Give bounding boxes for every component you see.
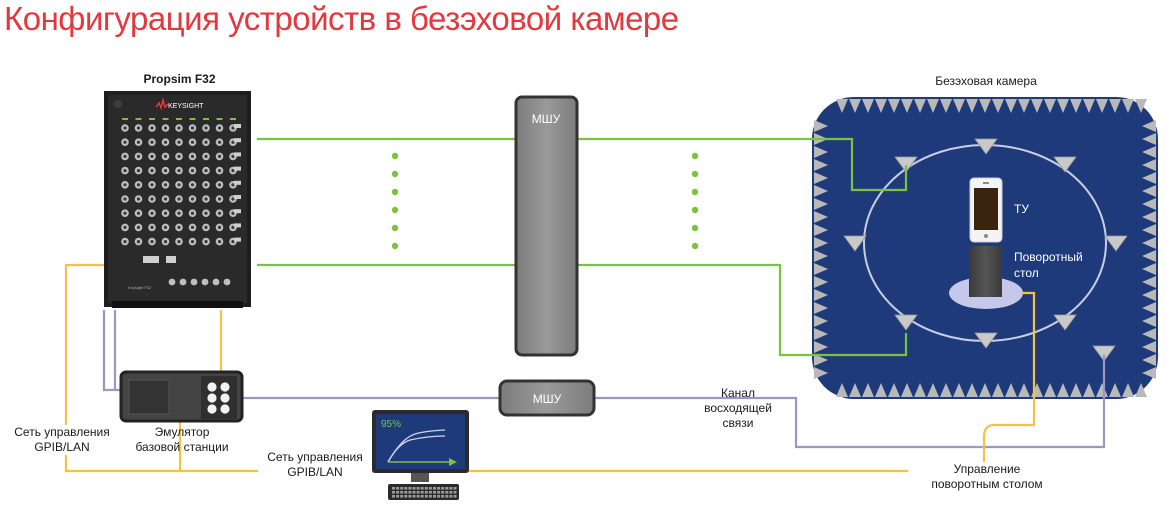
turntable-control-line-1: Управление <box>953 462 1021 476</box>
turntable-control-line-2: поворотным столом <box>931 477 1043 491</box>
turntable-control-label: Управление поворотным столом <box>908 462 1066 492</box>
uplink-line-1: Канал <box>721 386 755 400</box>
emulator-label: Эмулятор базовой станции <box>118 425 246 455</box>
lna-tall-label: МШУ <box>532 112 561 126</box>
propsim-label: Propsim F32 <box>143 72 216 86</box>
network-mid-line-2: GPIB/LAN <box>287 465 343 479</box>
monitor-icon: 95% <box>372 410 469 482</box>
page-title: Конфигурация устройств в безэховой камер… <box>4 0 679 37</box>
turntable-label-1: Поворотный <box>1014 250 1083 264</box>
antenna-icon <box>843 138 1128 362</box>
network-left-line-1: Сеть управления <box>14 425 110 439</box>
control-bus <box>64 263 1036 473</box>
absorber-cone-icon <box>814 99 1156 397</box>
chamber-label: Безэховая камера <box>935 74 1037 88</box>
uplink-path <box>102 310 1106 449</box>
anechoic-chamber <box>812 97 1158 399</box>
uplink-line-3: связи <box>722 416 754 430</box>
port-grid <box>121 118 241 286</box>
network-mid-line-1: Сеть управления <box>267 450 363 464</box>
turntable-label-2: стол <box>1014 266 1039 280</box>
monitor-percent: 95% <box>381 419 401 430</box>
emulator-line-1: Эмулятор <box>154 425 210 439</box>
turntable-column <box>969 246 1002 297</box>
emulator-line-2: базовой станции <box>135 440 229 454</box>
rf-links <box>257 137 908 357</box>
lna-small-label: МШУ <box>533 392 562 406</box>
keysight-logo-icon: KEYSIGHT <box>155 97 204 111</box>
lna-small <box>498 379 596 417</box>
network-left-label: Сеть управления GPIB/LAN <box>2 425 122 455</box>
keyboard-icon <box>388 484 459 500</box>
uplink-line-2: восходящей <box>704 401 772 415</box>
rf-ellipsis <box>391 152 699 250</box>
uplink-label: Канал восходящей связи <box>680 386 796 431</box>
lna-tall <box>514 95 579 357</box>
network-left-line-2: GPIB/LAN <box>34 440 90 454</box>
propsim-plate: Keysight F32 <box>128 285 152 290</box>
propsim-f32: KEYSIGHT Keysight F32 <box>104 91 251 308</box>
phone-icon <box>969 177 1003 243</box>
base-station-emulator <box>119 370 244 423</box>
dut-label: ТУ <box>1014 202 1029 216</box>
network-mid-label: Сеть управления GPIB/LAN <box>258 450 372 480</box>
keysight-brand: KEYSIGHT <box>168 103 204 110</box>
